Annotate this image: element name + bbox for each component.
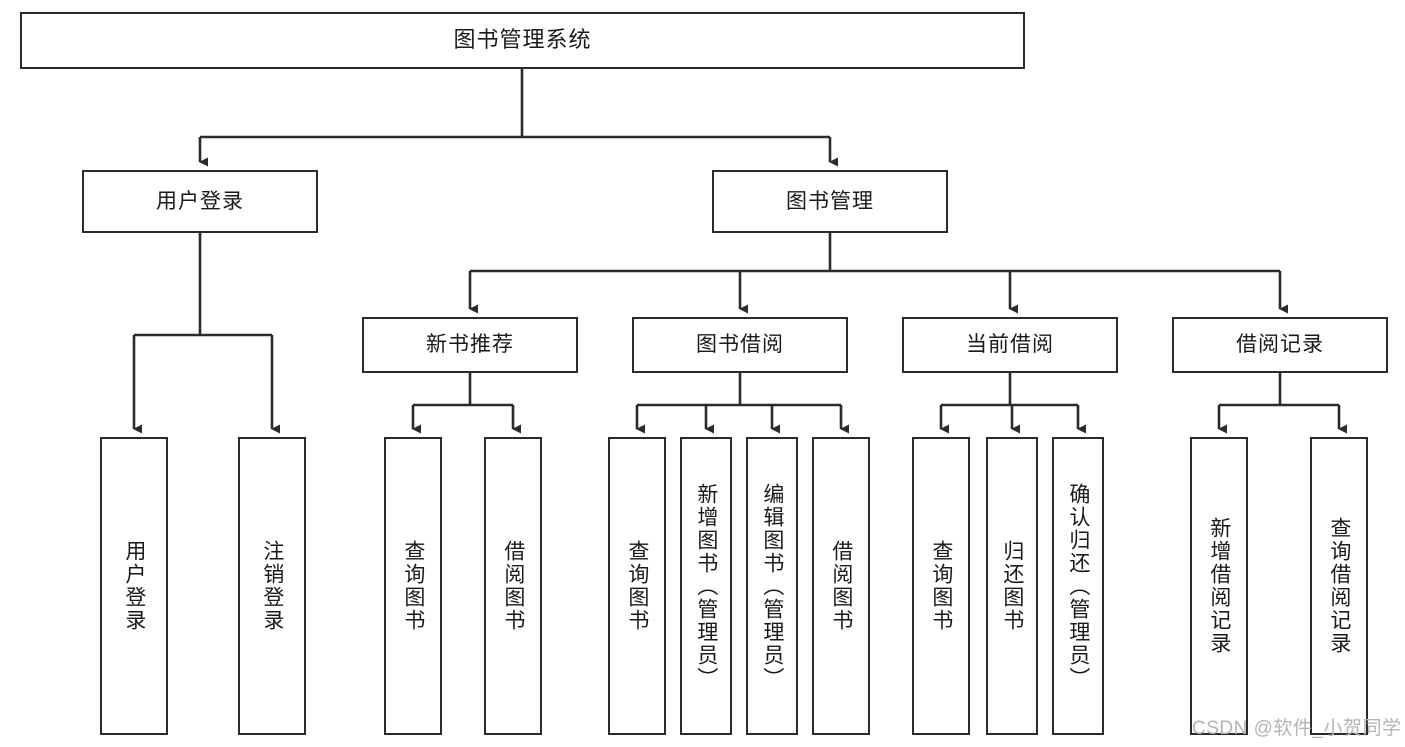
node-new-book-recommend[interactable]: 新书推荐	[362, 317, 578, 373]
node-borrow-records[interactable]: 借阅记录	[1172, 317, 1388, 373]
node-book-borrow[interactable]: 图书借阅	[632, 317, 848, 373]
leaf-label: 归还图书	[1000, 540, 1024, 632]
leaf-label: 查询借阅记录	[1327, 517, 1351, 655]
leaf-node[interactable]: 新增图书（管理员）	[680, 437, 732, 735]
leaf-label: 用户登录	[122, 540, 146, 632]
leaf-node[interactable]: 查询图书	[912, 437, 970, 735]
leaf-label: 查询图书	[625, 540, 649, 632]
watermark: CSDN @软件_小贺同学	[1192, 718, 1402, 739]
leaf-node[interactable]: 查询图书	[384, 437, 442, 735]
node-current-borrow[interactable]: 当前借阅	[902, 317, 1118, 373]
leaf-label: 确认归还（管理员）	[1066, 482, 1090, 690]
leaf-node[interactable]: 确认归还（管理员）	[1052, 437, 1104, 735]
node-book-management[interactable]: 图书管理	[712, 170, 948, 233]
leaf-label: 新增借阅记录	[1207, 517, 1231, 655]
leaf-label: 借阅图书	[501, 540, 525, 632]
leaf-node[interactable]: 编辑图书（管理员）	[746, 437, 798, 735]
node-root-system[interactable]: 图书管理系统	[20, 12, 1025, 69]
leaf-node[interactable]: 借阅图书	[812, 437, 870, 735]
node-user-login[interactable]: 用户登录	[82, 170, 318, 233]
leaf-node[interactable]: 查询图书	[608, 437, 666, 735]
leaf-node[interactable]: 归还图书	[986, 437, 1038, 735]
leaf-label: 借阅图书	[829, 540, 853, 632]
leaf-label: 查询图书	[401, 540, 425, 632]
leaf-node[interactable]: 注销登录	[238, 437, 306, 735]
leaf-label: 新增图书（管理员）	[694, 482, 718, 690]
leaf-node[interactable]: 用户登录	[100, 437, 168, 735]
leaf-node[interactable]: 查询借阅记录	[1310, 437, 1368, 735]
leaf-label: 注销登录	[260, 540, 284, 632]
leaf-label: 查询图书	[929, 540, 953, 632]
leaf-node[interactable]: 新增借阅记录	[1190, 437, 1248, 735]
leaf-node[interactable]: 借阅图书	[484, 437, 542, 735]
leaf-label: 编辑图书（管理员）	[760, 482, 784, 690]
